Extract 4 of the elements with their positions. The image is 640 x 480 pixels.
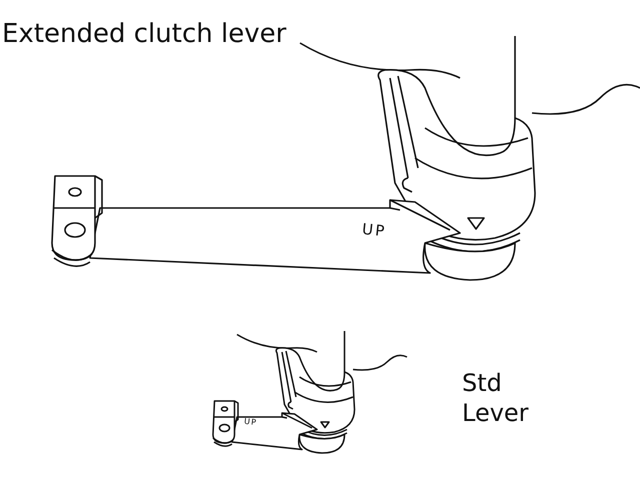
lever-marking: UP — [244, 416, 259, 430]
lever-marking: UP — [361, 220, 388, 242]
caption: Std Lever — [462, 368, 530, 428]
diagram-title: Extended clutch lever — [2, 18, 288, 50]
